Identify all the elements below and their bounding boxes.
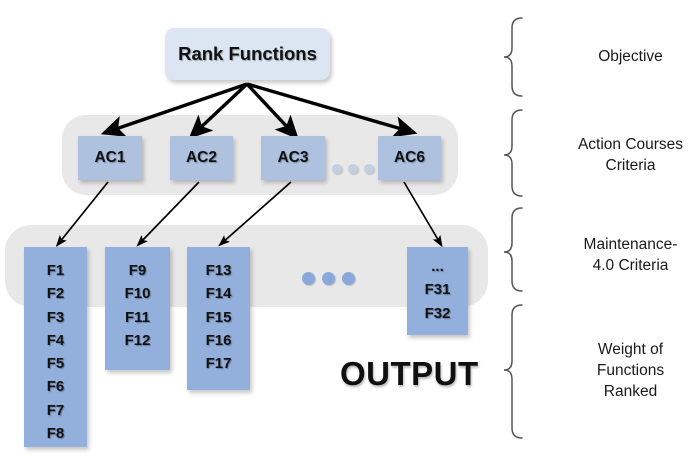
function-item: F11 — [124, 308, 150, 326]
function-item: F1 — [46, 262, 65, 279]
function-column-2[interactable]: F9 F10 F11 F12 — [105, 247, 170, 370]
function-item: F3 — [46, 308, 65, 326]
function-item: F12 — [124, 331, 151, 349]
function-item: F13 — [205, 262, 232, 279]
legend-label-maintenance-criteria: Maintenance-4.0 Criteria — [583, 236, 678, 274]
ellipsis-dot — [364, 164, 374, 174]
ellipsis-dot — [322, 272, 335, 285]
legend-label-objective: Objective — [598, 48, 663, 65]
ellipsis-dot — [302, 272, 315, 285]
function-item: F5 — [46, 355, 65, 372]
function-list: F9 F10 F11 F12 — [125, 259, 151, 352]
function-column-1[interactable]: F1 F2 F3 F4 F5 F6 F7 F8 — [24, 247, 87, 447]
function-item: F10 — [124, 285, 151, 303]
function-item: F7 — [46, 401, 65, 419]
function-ellipsis: ... — [431, 258, 444, 275]
function-item: F8 — [46, 424, 65, 442]
ellipsis-dot — [342, 272, 355, 285]
function-item: F16 — [205, 331, 232, 349]
function-item: F14 — [205, 285, 232, 303]
function-item: F4 — [46, 331, 65, 349]
ellipsis-dot — [332, 164, 342, 174]
function-list: ... F31 F32 — [425, 255, 451, 325]
function-item: F6 — [46, 378, 65, 396]
action-course-box-ac3[interactable]: AC3 — [261, 136, 325, 180]
function-item: F17 — [205, 355, 232, 372]
output-label: OUTPUT — [340, 355, 479, 392]
function-column-3[interactable]: F13 F14 F15 F16 F17 — [187, 247, 250, 390]
function-list: F1 F2 F3 F4 F5 F6 F7 F8 — [47, 259, 65, 445]
action-course-box-ac6[interactable]: AC6 — [378, 136, 441, 180]
ellipsis-dot — [348, 164, 358, 174]
brace-action-courses — [503, 109, 523, 197]
function-item: F15 — [205, 308, 232, 326]
action-course-ellipsis-dots — [332, 164, 374, 174]
function-item: F9 — [128, 262, 147, 279]
function-item: F2 — [46, 285, 65, 303]
action-course-box-ac2[interactable]: AC2 — [170, 136, 233, 180]
function-column-4[interactable]: ... F31 F32 — [407, 247, 468, 335]
brace-maintenance — [503, 207, 523, 292]
brace-objective — [503, 17, 523, 97]
function-list: F13 F14 F15 F16 F17 — [206, 259, 232, 375]
function-item: F31 — [424, 281, 451, 299]
legend-braces — [503, 17, 523, 439]
function-ellipsis-dots — [302, 272, 355, 285]
function-item: F32 — [424, 304, 451, 322]
action-course-box-ac1[interactable]: AC1 — [78, 136, 142, 180]
brace-weight — [503, 304, 523, 439]
objective-box[interactable]: Rank Functions — [165, 28, 330, 80]
